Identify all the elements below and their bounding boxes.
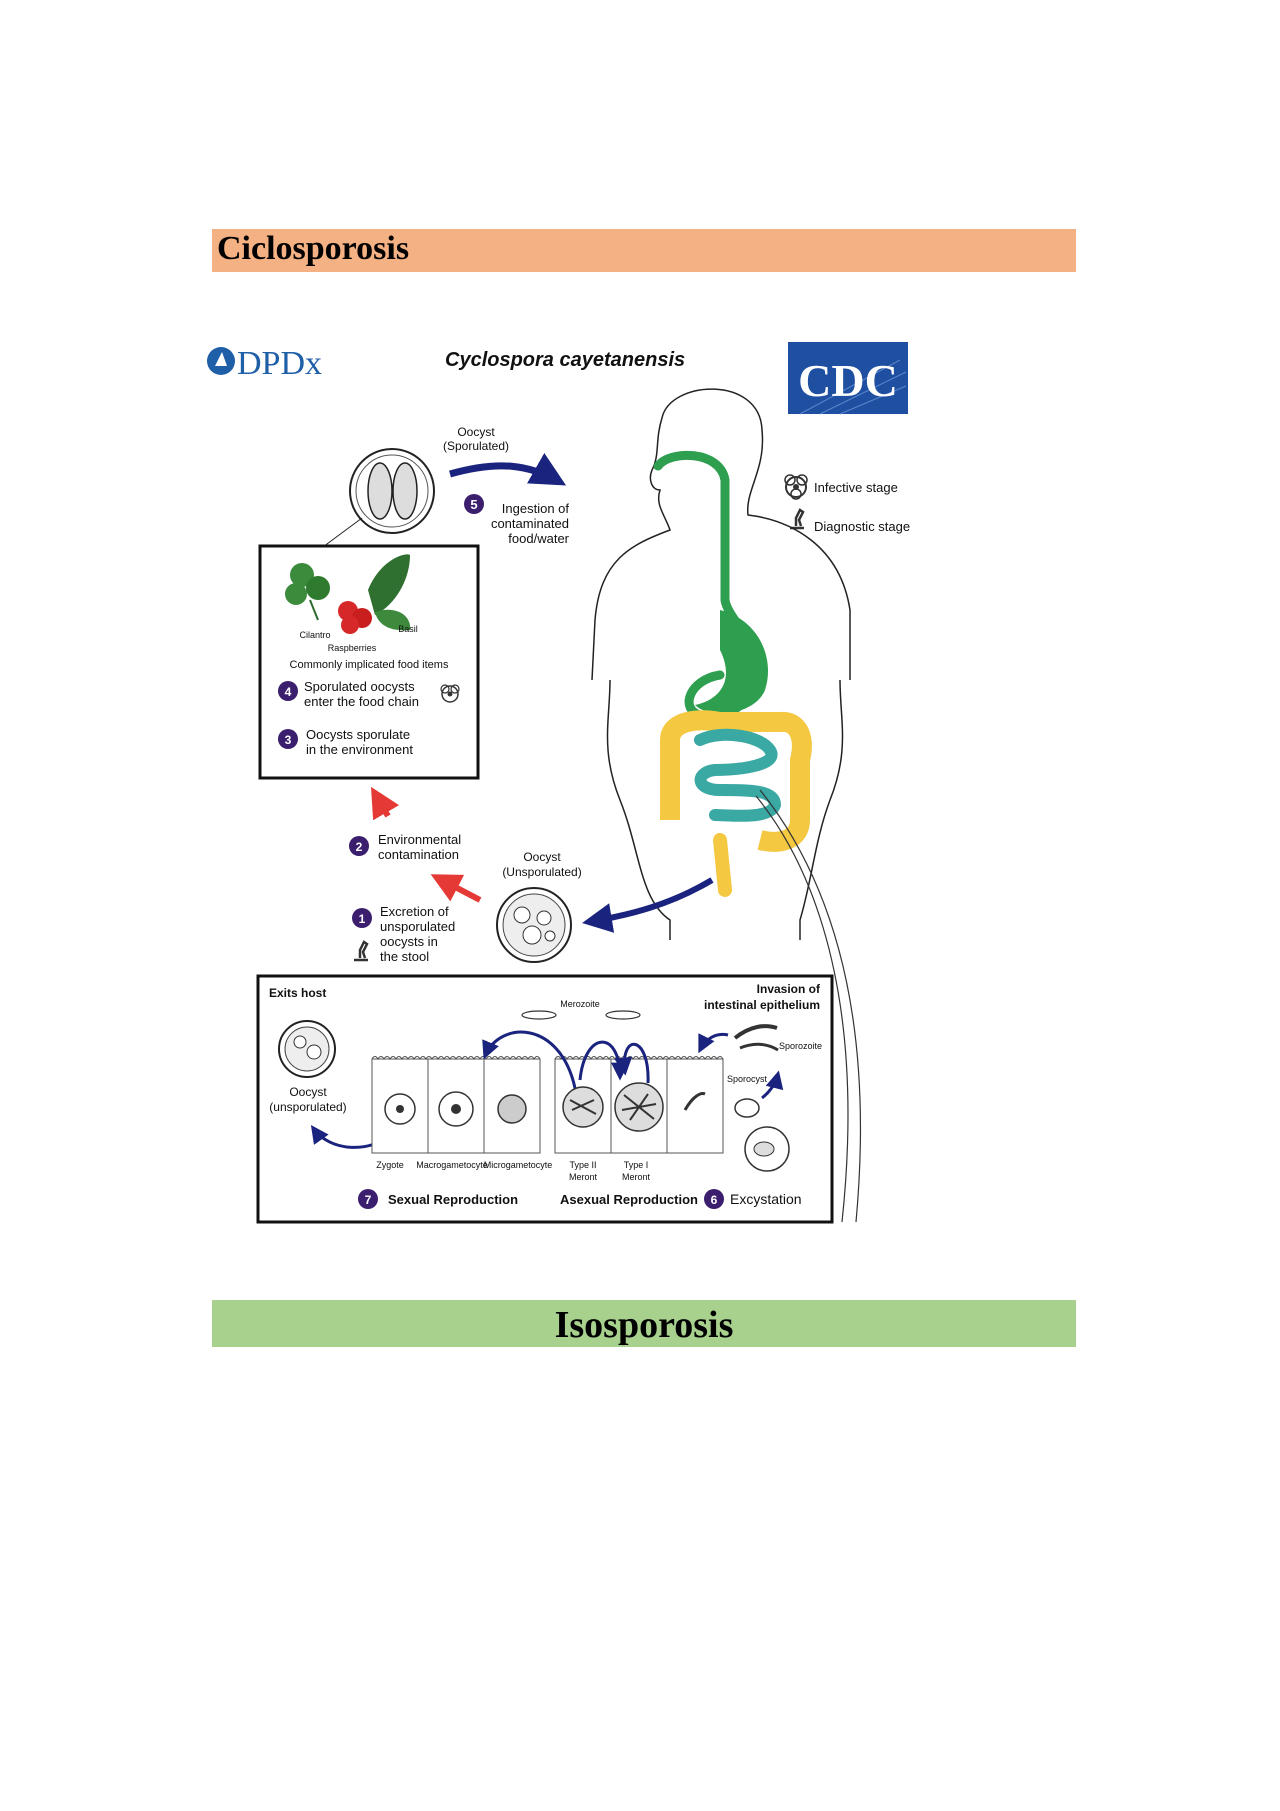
step-1-line-4: the stool (380, 949, 429, 964)
step-3-line-1: Oocysts sporulate (306, 727, 410, 742)
section-header-ciclosporosis: Ciclosporosis (212, 229, 1076, 272)
legend-infective: Infective stage (814, 480, 898, 495)
step-4-number: 4 (285, 685, 292, 699)
invasion-label-2: intestinal epithelium (704, 998, 820, 1012)
exit-oocyst (278, 1020, 336, 1078)
merozoite-arrow-loop (614, 1042, 650, 1084)
stomach (695, 610, 768, 714)
macrogametocyte-label: Macrogametocyte (416, 1160, 488, 1170)
connector-line (759, 789, 861, 1223)
connector-line-2 (755, 795, 849, 1223)
sexual-reproduction-label: Sexual Reproduction (388, 1192, 518, 1207)
step-5-line-3: food/water (508, 531, 569, 546)
step-5-number: 5 (470, 497, 477, 512)
section-title: Ciclosporosis (217, 230, 410, 267)
legend-diagnostic: Diagnostic stage (814, 519, 910, 534)
type1-label-1: Type I (624, 1160, 649, 1170)
asexual-reproduction-label: Asexual Reproduction (560, 1192, 698, 1207)
microgametocyte-label: Microgametocyte (484, 1160, 553, 1170)
step-4-line-1: Sporulated oocysts (304, 679, 415, 694)
invasion-label-1: Invasion of (757, 982, 821, 996)
sporocyst-label: Sporocyst (727, 1074, 768, 1084)
sporozoite-label: Sporozoite (779, 1041, 822, 1051)
section-header-isosporosis: Isosporosis (212, 1300, 1076, 1347)
species-title: Cyclospora cayetanensis (445, 349, 685, 371)
step-3-number: 3 (285, 733, 292, 747)
step-3-line-2: in the environment (306, 742, 413, 757)
step-1-line-1: Excretion of (380, 904, 449, 919)
exit-oocyst-label-2: (unsporulated) (269, 1100, 346, 1114)
microscope-icon (790, 508, 805, 530)
oocyst-sporulated-label-2: (Sporulated) (443, 439, 509, 453)
rectum (713, 833, 732, 897)
merozoite-arrow-left (482, 1030, 577, 1089)
cdc-logo-text: CDC (798, 355, 898, 406)
basil-label: Basil (398, 624, 418, 634)
microscope-icon (354, 940, 369, 962)
step-2: 2 Environmental contamination (349, 832, 461, 862)
cdc-logo: CDC (788, 342, 908, 415)
oocyst-unsporulated: Oocyst (Unsporulated) (496, 850, 582, 963)
oocyst-sporulated: Oocyst (Sporulated) (349, 425, 509, 534)
type1-label-2: Meront (622, 1172, 651, 1182)
section-title: Isosporosis (554, 1304, 734, 1346)
step-6-number: 6 (711, 1193, 718, 1207)
raspberries-icon (338, 601, 372, 634)
large-intestine (660, 710, 812, 852)
oocyst-unsporulated-label-1: Oocyst (523, 850, 561, 864)
step-5-line-1: Ingestion of (502, 501, 570, 516)
cilantro-label: Cilantro (299, 630, 330, 640)
step-5: 5 Ingestion of contaminated food/water (464, 494, 570, 546)
epithelium (371, 1056, 724, 1154)
step-2-line-1: Environmental (378, 832, 461, 847)
type2-label-1: Type II (569, 1160, 596, 1170)
step-2-line-2: contamination (378, 847, 459, 862)
sporozoite-arrow (698, 1032, 729, 1054)
biohazard-icon (784, 474, 808, 500)
type2-label-2: Meront (569, 1172, 598, 1182)
basil-icon (368, 554, 411, 631)
excretion-arrow (582, 877, 714, 933)
human-silhouette (591, 388, 851, 940)
cyclospora-life-cycle-diagram: DPDx Cyclospora cayetanensis CDC Infecti… (207, 342, 910, 1224)
cilantro-icon (285, 563, 330, 621)
zygote-label: Zygote (376, 1160, 404, 1170)
food-box: Cilantro Basil Raspberries Commonly impl… (258, 544, 480, 780)
food-caption: Commonly implicated food items (290, 659, 449, 671)
step-4-line-2: enter the food chain (304, 694, 419, 709)
biohazard-icon (440, 684, 460, 703)
ingestion-arrow (449, 452, 567, 486)
excystation-label: Excystation (730, 1191, 802, 1207)
exits-host-label: Exits host (269, 986, 326, 1000)
sporocyst-arrow (761, 1070, 784, 1100)
step-2-number: 2 (356, 840, 363, 854)
oocyst-sporulated-label-1: Oocyst (457, 425, 495, 439)
sporulation-arrow (370, 786, 400, 821)
step-1-line-3: oocysts in (380, 934, 438, 949)
small-intestine (694, 728, 782, 822)
dpdx-logo: DPDx (207, 345, 322, 382)
exit-oocyst-label-1: Oocyst (289, 1085, 327, 1099)
intestine-box: Exits host Invasion of intestinal epithe… (256, 974, 834, 1224)
raspberries-label: Raspberries (328, 643, 377, 653)
contamination-arrow (430, 874, 482, 903)
step-5-line-2: contaminated (491, 516, 569, 531)
sporozoites (733, 1024, 779, 1052)
step-7-number: 7 (365, 1193, 372, 1207)
merozoite-label: Merozoite (560, 999, 600, 1009)
oocyst-unsporulated-label-2: (Unsporulated) (502, 865, 581, 879)
dpdx-logo-text: DPDx (237, 345, 322, 382)
step-1: 1 Excretion of unsporulated oocysts in t… (352, 904, 455, 964)
step-1-line-2: unsporulated (380, 919, 455, 934)
legend: Infective stage Diagnostic stage (784, 474, 910, 534)
step-1-number: 1 (359, 912, 366, 926)
